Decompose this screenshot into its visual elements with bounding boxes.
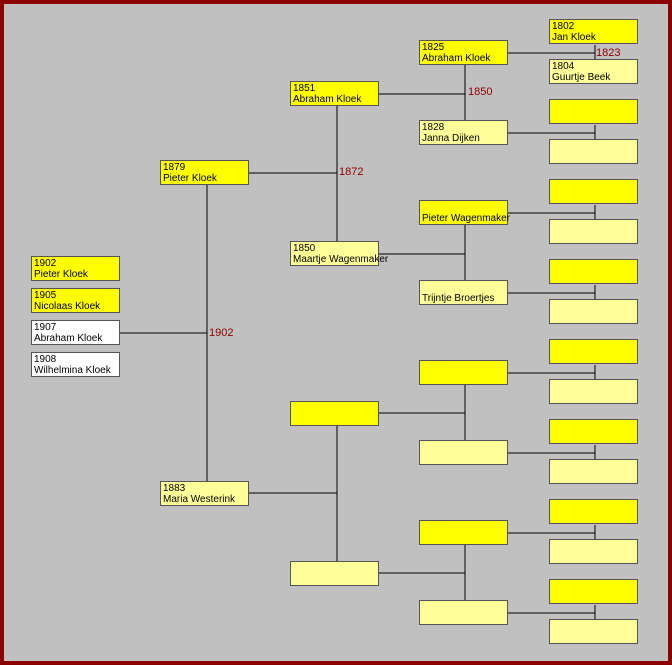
gen4-fffm-box[interactable]: 1804 Guurtje Beek bbox=[549, 59, 638, 84]
gen3-mmm-name bbox=[422, 613, 505, 624]
gen4-mfmf-box[interactable] bbox=[549, 419, 638, 444]
paternal-grandmother-box[interactable]: 1850 Maartje Wagenmaker bbox=[290, 241, 389, 266]
paternal-grandfather-year: 1851 bbox=[293, 83, 316, 94]
gen4-fmmm-box[interactable] bbox=[549, 299, 638, 324]
gen3-mff-name bbox=[422, 373, 505, 384]
gen3-mfm-year bbox=[422, 442, 505, 453]
gen4-mfmm-box[interactable] bbox=[549, 459, 638, 484]
gen4-fmfm-box[interactable] bbox=[549, 219, 638, 244]
gen3-mff-year bbox=[422, 362, 505, 373]
gen4-fffm-name: Guurtje Beek bbox=[552, 72, 611, 83]
gen3-fff-marriage-year: 1850 bbox=[468, 86, 493, 98]
gen3-fmm-box[interactable]: Trijntje Broertjes bbox=[419, 280, 508, 305]
child-3-year: 1907 bbox=[34, 322, 57, 333]
gen4-ffff-marriage-year: 1823 bbox=[596, 47, 621, 59]
gen4-mmfm-box[interactable] bbox=[549, 539, 638, 564]
maternal-grandmother-name bbox=[293, 574, 376, 585]
gen4-ffff-year: 1802 bbox=[552, 21, 575, 32]
gen3-mfm-name bbox=[422, 453, 505, 464]
child-4-box[interactable]: 1908 Wilhelmina Kloek bbox=[31, 352, 120, 377]
child-4-name: Wilhelmina Kloek bbox=[34, 365, 111, 376]
gen3-ffm-year: 1828 bbox=[422, 122, 445, 133]
gen4-mmff-box[interactable] bbox=[549, 499, 638, 524]
gen3-fff-name: Abraham Kloek bbox=[422, 53, 491, 64]
gen3-fmf-box[interactable]: Pieter Wagenmaker bbox=[419, 200, 510, 225]
gen4-mffm-box[interactable] bbox=[549, 379, 638, 404]
child-1-box[interactable]: 1902 Pieter Kloek bbox=[31, 256, 120, 281]
child-1-year: 1902 bbox=[34, 258, 57, 269]
gen4-ffff-box[interactable]: 1802 Jan Kloek bbox=[549, 19, 638, 44]
child-2-year: 1905 bbox=[34, 290, 57, 301]
gen3-mmm-box[interactable] bbox=[419, 600, 508, 625]
child-4-year: 1908 bbox=[34, 354, 57, 365]
gen3-mmm-year bbox=[422, 602, 505, 613]
connector-lines bbox=[119, 45, 596, 619]
maternal-grandfather-box[interactable] bbox=[290, 401, 379, 426]
gen4-ffmm-box[interactable] bbox=[549, 139, 638, 164]
maternal-grandfather-name bbox=[293, 414, 376, 425]
paternal-grandmother-name: Maartje Wagenmaker bbox=[293, 254, 389, 265]
paternal-grandfather-name: Abraham Kloek bbox=[293, 94, 362, 105]
maternal-grandmother-box[interactable] bbox=[290, 561, 379, 586]
gen4-ffmf-box[interactable] bbox=[549, 99, 638, 124]
father-year: 1879 bbox=[163, 162, 186, 173]
maternal-grandfather-year bbox=[293, 403, 376, 414]
father-box[interactable]: 1879 Pieter Kloek bbox=[160, 160, 249, 185]
child-2-name: Nicolaas Kloek bbox=[34, 301, 101, 312]
child-3-box[interactable]: 1907 Abraham Kloek bbox=[31, 320, 120, 345]
child-2-box[interactable]: 1905 Nicolaas Kloek bbox=[31, 288, 120, 313]
gen4-mfff-box[interactable] bbox=[549, 339, 638, 364]
gen3-fff-box[interactable]: 1825 Abraham Kloek bbox=[419, 40, 508, 65]
child-3-name: Abraham Kloek bbox=[34, 333, 103, 344]
gen3-fmm-name: Trijntje Broertjes bbox=[422, 293, 495, 304]
maternal-grandmother-year bbox=[293, 563, 376, 574]
gen3-mff-box[interactable] bbox=[419, 360, 508, 385]
gen3-fff-year: 1825 bbox=[422, 42, 445, 53]
paternal-grandmother-year: 1850 bbox=[293, 243, 316, 254]
father-name: Pieter Kloek bbox=[163, 173, 217, 184]
gen3-mmf-year bbox=[422, 522, 505, 533]
gen3-mmf-box[interactable] bbox=[419, 520, 508, 545]
gen3-fmf-year bbox=[422, 202, 505, 213]
parents-marriage-year: 1902 bbox=[209, 327, 234, 339]
gen4-mmmf-box[interactable] bbox=[549, 579, 638, 604]
gen3-mfm-box[interactable] bbox=[419, 440, 508, 465]
gen3-ffm-name: Janna Dijken bbox=[422, 133, 480, 144]
paternal-grandparents-marriage-year: 1872 bbox=[339, 166, 364, 178]
pedigree-chart: 1902 Pieter Kloek 1905 Nicolaas Kloek 19… bbox=[4, 4, 668, 661]
gen4-fmmf-box[interactable] bbox=[549, 259, 638, 284]
gen3-mmf-name bbox=[422, 533, 505, 544]
gen4-mmmm-box[interactable] bbox=[549, 619, 638, 644]
mother-name: Maria Westerink bbox=[163, 494, 236, 505]
paternal-grandfather-box[interactable]: 1851 Abraham Kloek bbox=[290, 81, 379, 106]
mother-year: 1883 bbox=[163, 483, 186, 494]
gen3-ffm-box[interactable]: 1828 Janna Dijken bbox=[419, 120, 508, 145]
gen3-fmf-name: Pieter Wagenmaker bbox=[422, 213, 510, 224]
gen4-fffm-year: 1804 bbox=[552, 61, 575, 72]
child-1-name: Pieter Kloek bbox=[34, 269, 88, 280]
gen4-ffff-name: Jan Kloek bbox=[552, 32, 596, 43]
mother-box[interactable]: 1883 Maria Westerink bbox=[160, 481, 249, 506]
gen4-fmff-box[interactable] bbox=[549, 179, 638, 204]
gen3-fmm-year bbox=[422, 282, 505, 293]
